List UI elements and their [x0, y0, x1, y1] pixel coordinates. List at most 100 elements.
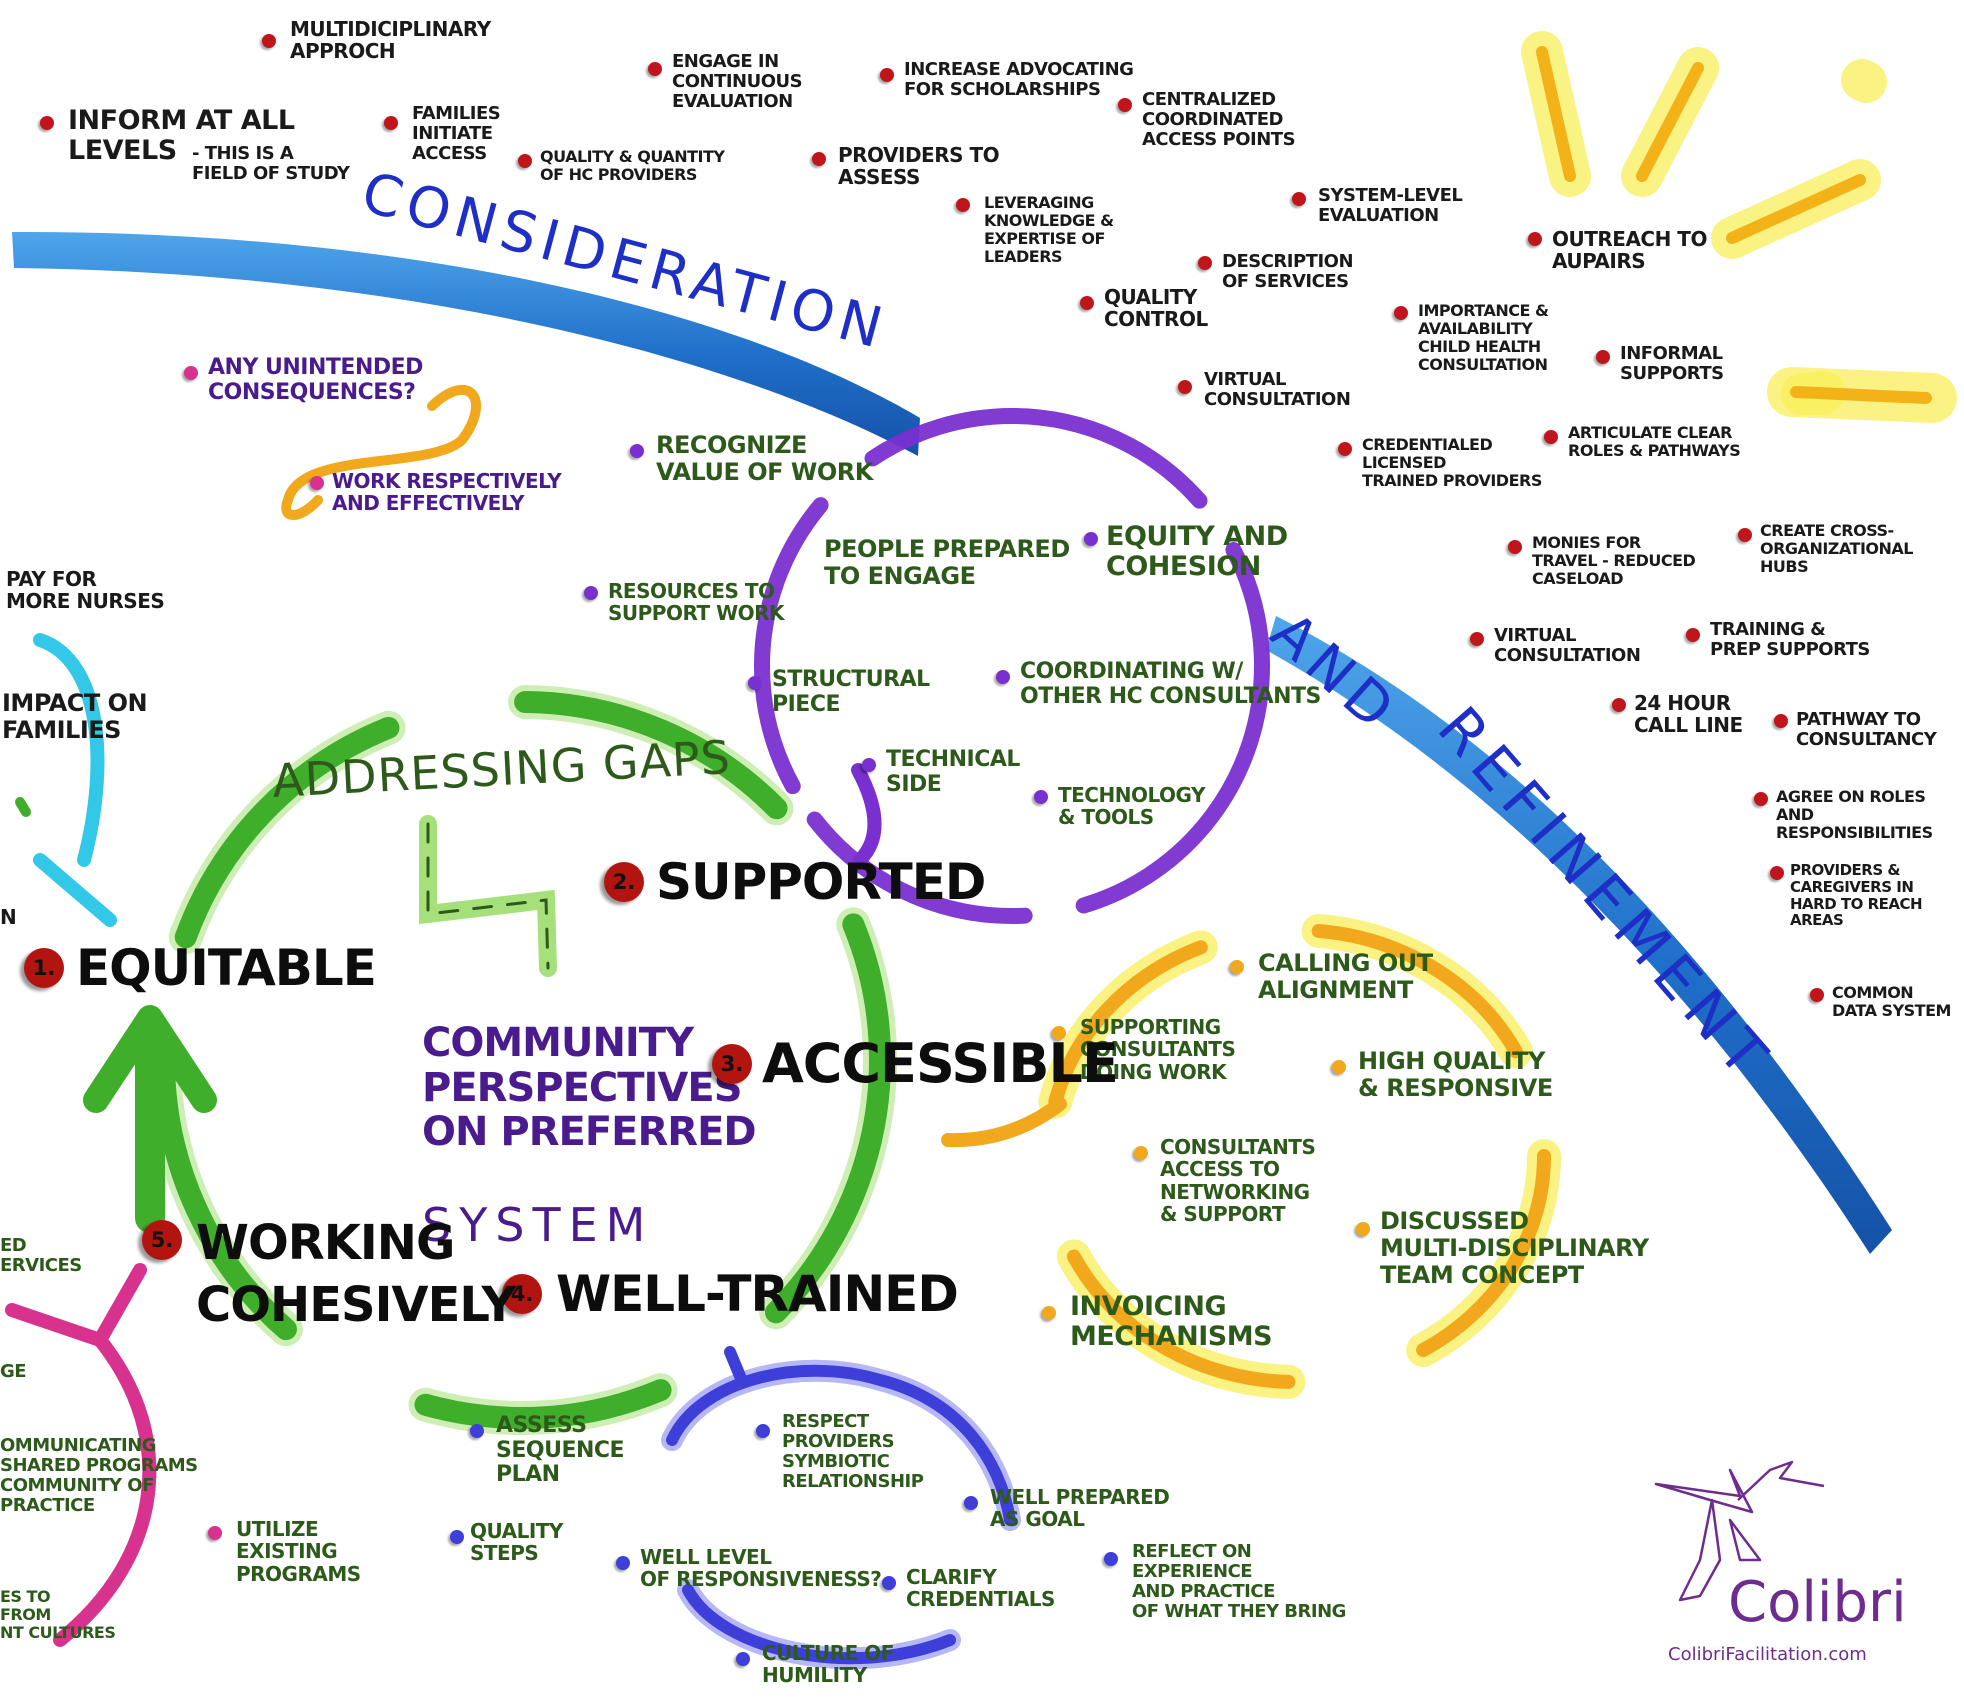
colibri-logo-text: Colibri — [1728, 1570, 1907, 1635]
community-perspectives-center: COMMUNITY PERSPECTIVES ON PREFERRED SYST… — [422, 976, 757, 1252]
step-number-4: 4. — [502, 1274, 542, 1314]
bullet-icon — [1612, 698, 1626, 712]
note-supporting-consultants: SUPPORTING CONSULTANTS DOING WORK — [1080, 1015, 1236, 1084]
bullet-icon — [648, 62, 662, 76]
note-consultants-networking: CONSULTANTS ACCESS TO NETWORKING & SUPPO… — [1160, 1135, 1316, 1227]
note-virtual-consultation-top: VIRTUAL CONSULTATION — [1204, 369, 1351, 411]
note-communicating-shared-programs: OMMUNICATING SHARED PROGRAMS COMMUNITY O… — [0, 1435, 198, 1517]
logo-name-a: Co — [1728, 1570, 1802, 1635]
note-monies-for-travel: MONIES FOR TRAVEL - REDUCED CASELOAD — [1532, 533, 1696, 588]
bullet-icon — [1686, 628, 1700, 642]
note-virtual-consultation-right: VIRTUAL CONSULTATION — [1494, 625, 1641, 667]
bullet-icon — [518, 154, 532, 168]
note-multidisciplinary-approach: MULTIDICIPLINARY APPROCH — [290, 17, 491, 64]
bullet-icon — [616, 1556, 630, 1570]
note-continuous-evaluation: ENGAGE IN CONTINUOUS EVALUATION — [672, 51, 803, 113]
note-informal-supports: INFORMAL SUPPORTS — [1620, 343, 1724, 385]
bullet-icon — [1754, 792, 1768, 806]
note-technology-tools: TECHNOLOGY & TOOLS — [1058, 783, 1205, 830]
note-outreach-aupairs: OUTREACH TO AUPAIRS — [1552, 227, 1707, 274]
note-resources-support-work: RESOURCES TO SUPPORT WORK — [608, 579, 785, 626]
note-inform-all-levels: INFORM AT ALL LEVELS — [68, 105, 295, 167]
bullet-icon — [1198, 256, 1212, 270]
supported-ring — [754, 408, 1270, 924]
bullet-icon — [1042, 1306, 1056, 1320]
bullet-icon — [1052, 1026, 1066, 1040]
note-impact-on-families: IMPACT ON FAMILIES — [2, 689, 148, 744]
note-pathway-consultancy: PATHWAY TO CONSULTANCY — [1796, 709, 1937, 751]
bullet-icon — [882, 1576, 896, 1590]
colibri-website-link[interactable]: ColibriFacilitation.com — [1668, 1644, 1867, 1665]
bullet-icon — [1528, 232, 1542, 246]
note-pay-for-more-nurses: PAY FOR MORE NURSES — [6, 567, 165, 614]
unintended-consequences-squiggle — [281, 384, 481, 520]
step-equitable: EQUITABLE — [76, 939, 377, 997]
bullet-icon — [1810, 988, 1824, 1002]
step-well-trained: WELL-TRAINED — [556, 1265, 959, 1323]
note-providers-to-assess: PROVIDERS TO ASSESS — [838, 143, 1000, 190]
note-leveraging-knowledge: LEVERAGING KNOWLEDGE & EXPERTISE OF LEAD… — [984, 193, 1114, 266]
note-child-health-consultation: IMPORTANCE & AVAILABILITY CHILD HEALTH C… — [1418, 301, 1549, 374]
note-respect-providers: RESPECT PROVIDERS SYMBIOTIC RELATIONSHIP — [782, 1411, 924, 1493]
note-field-of-study: - THIS IS A FIELD OF STUDY — [192, 143, 350, 185]
bullet-icon — [40, 116, 54, 130]
bullet-icon — [1544, 430, 1558, 444]
bullet-icon — [1770, 866, 1784, 880]
note-24-hour-call-line: 24 HOUR CALL LINE — [1634, 691, 1743, 738]
note-invoicing-mechanisms: INVOICING MECHANISMS — [1070, 1291, 1273, 1353]
step-supported: SUPPORTED — [656, 853, 986, 911]
bullet-icon — [880, 68, 894, 82]
bullet-icon — [1338, 442, 1352, 456]
bullet-icon — [1292, 192, 1306, 206]
bullet-icon — [262, 34, 276, 48]
note-work-respectively: WORK RESPECTIVELY AND EFFECTIVELY — [332, 469, 562, 516]
note-credentialed-providers: CREDENTIALED LICENSED TRAINED PROVIDERS — [1362, 435, 1542, 490]
bullet-icon — [184, 366, 198, 380]
note-advocating-scholarships: INCREASE ADVOCATING FOR SCHOLARSHIPS — [904, 59, 1134, 101]
bullet-icon — [1080, 296, 1094, 310]
bullet-icon — [748, 676, 762, 690]
note-hard-to-reach-areas: PROVIDERS & CAREGIVERS IN HARD TO REACH … — [1790, 861, 1923, 930]
note-assess-sequence-plan: ASSESS SEQUENCE PLAN — [496, 1413, 625, 1488]
left-magenta-branch — [5, 1263, 157, 1647]
note-culture-of-humility: CULTURE OF HUMILITY — [762, 1641, 894, 1688]
bullet-icon — [1332, 1060, 1346, 1074]
bullet-icon — [1178, 380, 1192, 394]
bullet-icon — [1104, 1552, 1118, 1566]
bullet-icon — [862, 758, 876, 772]
note-training-prep: TRAINING & PREP SUPPORTS — [1710, 619, 1870, 661]
well-trained-ring — [661, 1346, 1021, 1670]
note-agree-on-roles: AGREE ON ROLES AND RESPONSIBILITIES — [1776, 787, 1933, 842]
bullet-icon — [1356, 1222, 1370, 1236]
bullet-icon — [1596, 350, 1610, 364]
note-description-of-services: DESCRIPTION OF SERVICES — [1222, 251, 1354, 293]
note-unintended-consequences: ANY UNINTENDED CONSEQUENCES? — [208, 355, 423, 405]
addressing-gaps-ring — [83, 685, 897, 1435]
note-utilize-existing-programs: UTILIZE EXISTING PROGRAMS — [236, 1517, 361, 1586]
note-reflect-on-experience: REFLECT ON EXPERIENCE AND PRACTICE OF WH… — [1132, 1541, 1346, 1623]
bullet-icon — [1084, 532, 1098, 546]
note-coordinating-consultants: COORDINATING W/ OTHER HC CONSULTANTS — [1020, 659, 1321, 709]
bullet-icon — [450, 1530, 464, 1544]
note-cut-n: N — [0, 905, 17, 929]
step-accessible: ACCESSIBLE — [762, 1032, 1119, 1095]
step-working-cohesively: WORKING COHESIVELY — [196, 1215, 516, 1334]
bullet-icon — [736, 1652, 750, 1666]
bullet-icon — [956, 198, 970, 212]
note-roles-pathways: ARTICULATE CLEAR ROLES & PATHWAYS — [1568, 423, 1741, 460]
bullet-icon — [310, 476, 324, 490]
note-structural-piece: STRUCTURAL PIECE — [772, 667, 930, 717]
bullet-icon — [584, 586, 598, 600]
center-label-system: SYSTEM — [422, 1197, 654, 1252]
left-cyan-bracket — [15, 633, 117, 927]
bullet-icon — [1738, 528, 1752, 542]
sun-icon — [1521, 31, 1957, 423]
bullet-icon — [1394, 306, 1408, 320]
note-system-level-evaluation: SYSTEM-LEVEL EVALUATION — [1318, 185, 1463, 227]
note-cut-ge: GE — [0, 1361, 27, 1382]
note-quality-steps: QUALITY STEPS — [470, 1519, 563, 1566]
note-level-of-responsiveness: WELL LEVEL OF RESPONSIVENESS? — [640, 1545, 882, 1592]
bullet-icon — [812, 152, 826, 166]
